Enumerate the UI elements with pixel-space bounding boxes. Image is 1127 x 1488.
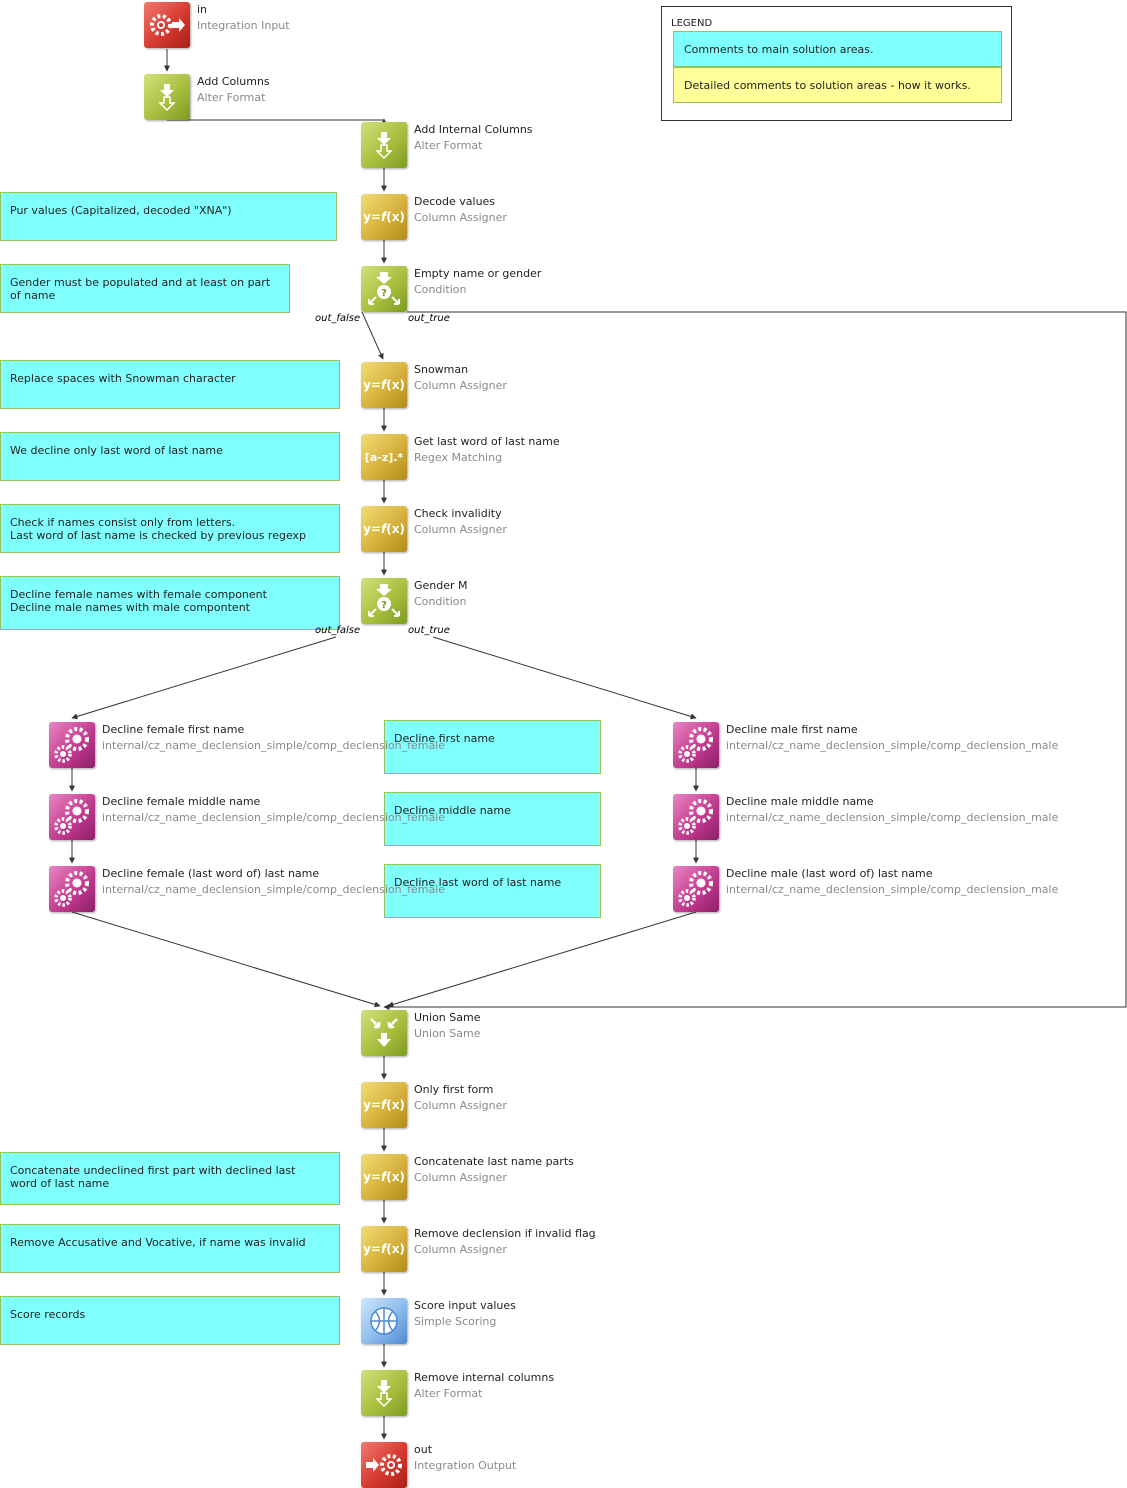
component-gear-icon	[673, 866, 719, 912]
step-type: internal/cz_name_declension_simple/comp_…	[726, 811, 1059, 824]
port-label-out-true-2: out_true	[408, 625, 450, 636]
step-type: Simple Scoring	[414, 1315, 497, 1328]
comment-middle[interactable]: Decline middle name	[384, 792, 601, 846]
step-name: Decline male (last word of) last name	[726, 867, 933, 880]
step-name: out	[414, 1443, 433, 1456]
step-name: Add Columns	[197, 75, 270, 88]
step-type: Alter Format	[414, 139, 483, 152]
gear-out-icon	[361, 1442, 407, 1488]
union-icon	[361, 1010, 407, 1056]
regex-icon: [a-z].*	[361, 434, 407, 480]
step-name: Score input values	[414, 1299, 516, 1312]
step-name: Concatenate last name parts	[414, 1155, 574, 1168]
step-name: Decline female (last word of) last name	[102, 867, 320, 880]
step-type: internal/cz_name_declension_simple/comp_…	[102, 739, 446, 752]
comment-last[interactable]: Decline last word of last name	[384, 864, 601, 918]
step-name: Get last word of last name	[414, 435, 560, 448]
legend-main-comments: Comments to main solution areas.	[673, 31, 1002, 67]
step-name: Only first form	[414, 1083, 494, 1096]
step-type: Alter Format	[197, 91, 266, 104]
function-icon: y=f(x)	[361, 506, 407, 552]
condition-icon: ?	[361, 266, 407, 312]
legend-title: LEGEND	[671, 18, 713, 29]
function-icon: y=f(x)	[361, 1226, 407, 1272]
condition-icon: ?	[361, 578, 407, 624]
function-icon: y=f(x)	[361, 362, 407, 408]
edge-cond-true-union	[383, 311, 1127, 1010]
alter-format-icon	[361, 122, 407, 168]
alter-format-icon	[361, 1370, 407, 1416]
comment-snowman[interactable]: Replace spaces with Snowman character	[0, 360, 340, 409]
svg-text:?: ?	[381, 288, 387, 299]
function-icon: y=f(x)	[361, 1154, 407, 1200]
alter-format-icon	[144, 74, 190, 120]
step-name: Decline female first name	[102, 723, 245, 736]
step-type: internal/cz_name_declension_simple/comp_…	[726, 739, 1059, 752]
edge-flast-union	[71, 911, 381, 1008]
step-type: Condition	[414, 283, 467, 296]
step-name: Decline male first name	[726, 723, 858, 736]
step-type: internal/cz_name_declension_simple/comp_…	[102, 811, 446, 824]
comment-decline[interactable]: Decline female names with female compone…	[0, 576, 340, 630]
edge-cond-snowman	[361, 311, 384, 360]
edge-gender-female	[71, 636, 337, 720]
step-name: Decline male middle name	[726, 795, 874, 808]
function-icon: y=f(x)	[361, 194, 407, 240]
legend-detail-comments: Detailed comments to solution areas - ho…	[673, 67, 1002, 103]
component-gear-icon	[673, 722, 719, 768]
component-gear-icon	[49, 866, 95, 912]
comment-decode[interactable]: Pur values (Capitalized, decoded "XNA")	[0, 192, 337, 241]
step-name: Decode values	[414, 195, 496, 208]
step-name: Snowman	[414, 363, 469, 376]
step-type: Column Assigner	[414, 523, 507, 536]
step-name: in	[197, 3, 208, 16]
comment-check[interactable]: Check if names consist only from letters…	[0, 504, 340, 553]
comment-lastword[interactable]: We decline only last word of last name	[0, 432, 340, 481]
step-type: Condition	[414, 595, 467, 608]
comment-first[interactable]: Decline first name	[384, 720, 601, 774]
comment-remove[interactable]: Remove Accusative and Vocative, if name …	[0, 1224, 340, 1273]
step-type: Column Assigner	[414, 211, 507, 224]
port-label-out-false-2: out_false	[315, 625, 361, 636]
component-gear-icon	[49, 794, 95, 840]
step-type: Column Assigner	[414, 1243, 507, 1256]
edge-mlast-union	[387, 911, 697, 1008]
step-type: Column Assigner	[414, 1099, 507, 1112]
step-name: Remove declension if invalid flag	[414, 1227, 596, 1240]
edge-addcolumns-addinternal	[167, 118, 387, 125]
step-name: Empty name or gender	[414, 267, 542, 280]
step-type: Column Assigner	[414, 379, 507, 392]
port-label-out-false-1: out_false	[315, 313, 361, 324]
step-name: Add Internal Columns	[414, 123, 533, 136]
component-gear-icon	[49, 722, 95, 768]
port-label-out-true-1: out_true	[408, 313, 450, 324]
component-gear-icon	[673, 794, 719, 840]
step-type: Union Same	[414, 1027, 481, 1040]
step-type: Column Assigner	[414, 1171, 507, 1184]
svg-text:?: ?	[381, 600, 387, 611]
scoring-icon	[361, 1298, 407, 1344]
step-type: internal/cz_name_declension_simple/comp_…	[726, 883, 1059, 896]
step-name: Remove internal columns	[414, 1371, 555, 1384]
step-type: Integration Output	[414, 1459, 517, 1472]
step-type: Regex Matching	[414, 451, 503, 464]
step-name: Gender M	[414, 579, 468, 592]
edge-gender-male	[432, 636, 697, 720]
step-name: Decline female middle name	[102, 795, 261, 808]
comment-gender[interactable]: Gender must be populated and at least on…	[0, 264, 290, 313]
gear-in-icon	[144, 2, 190, 48]
step-name: Check invalidity	[414, 507, 502, 520]
legend: LEGEND Comments to main solution areas. …	[661, 6, 1012, 121]
step-name: Union Same	[414, 1011, 481, 1024]
step-type: internal/cz_name_declension_simple/comp_…	[102, 883, 446, 896]
function-icon: y=f(x)	[361, 1082, 407, 1128]
comment-score[interactable]: Score records	[0, 1296, 340, 1345]
step-type: Integration Input	[197, 19, 290, 32]
comment-concat[interactable]: Concatenate undeclined first part with d…	[0, 1152, 340, 1205]
step-type: Alter Format	[414, 1387, 483, 1400]
